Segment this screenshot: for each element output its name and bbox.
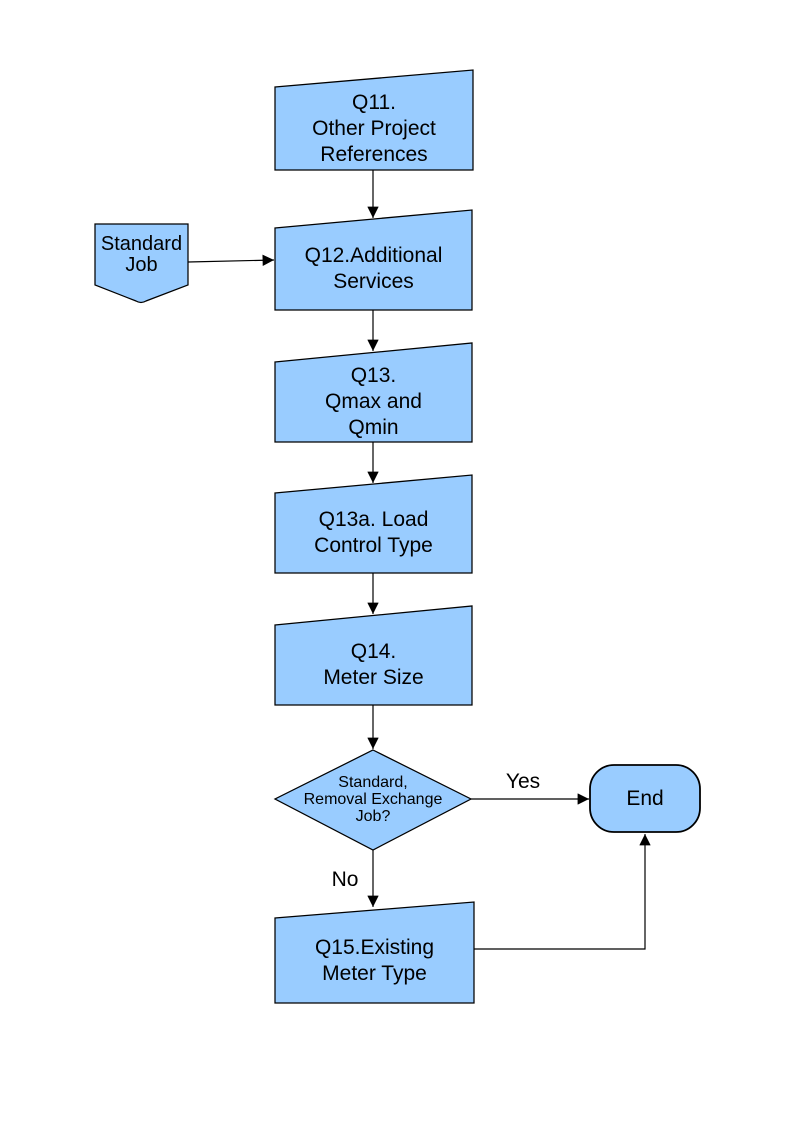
decision-diamond-shape (273, 749, 473, 851)
q11-node-shape (274, 69, 474, 171)
q14-node-shape (274, 605, 473, 706)
end-node-shape (589, 764, 701, 833)
q13-node-shape (274, 342, 473, 443)
standard-job-node-shape (94, 223, 189, 304)
q13a-node-shape (274, 474, 473, 574)
q15-node-shape (274, 901, 475, 1004)
connector-q15-end (474, 834, 651, 950)
q12-node-shape (274, 209, 473, 311)
connector-standardjob-q12 (187, 254, 275, 266)
